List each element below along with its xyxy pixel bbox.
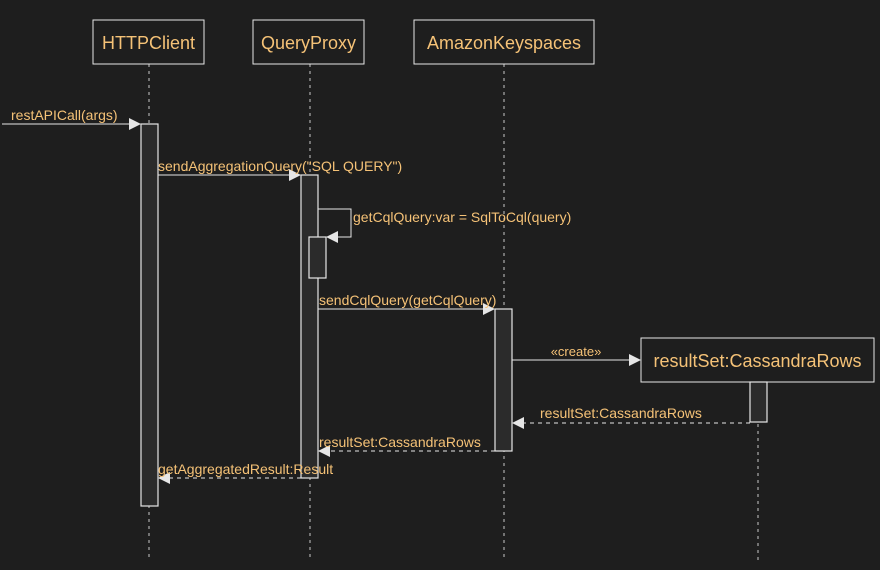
message-label-return-cassandrarows-1: resultSet:CassandraRows xyxy=(540,405,702,421)
message-label-create: «create» xyxy=(551,344,602,359)
participant-label-resultset: resultSet:CassandraRows xyxy=(653,351,861,371)
participant-label-httpclient: HTTPClient xyxy=(102,33,195,53)
participant-box-resultset xyxy=(640,337,875,383)
participant-label-amazonkeyspaces: AmazonKeyspaces xyxy=(427,33,581,53)
participant-label-queryproxy: QueryProxy xyxy=(261,33,356,53)
participant-box-httpclient xyxy=(92,19,205,65)
message-label-getaggregatedresult: getAggregatedResult:Result xyxy=(158,461,333,477)
activation-httpclient xyxy=(140,123,159,507)
message-arrow-getcqlquery-self xyxy=(318,208,352,243)
message-label-getcqlquery: getCqlQuery:var = SqlToCql(query) xyxy=(353,209,571,225)
message-label-restapicall: restAPICall(args) xyxy=(11,107,118,123)
message-label-return-cassandrarows-2: resultSet:CassandraRows xyxy=(319,434,481,450)
activation-queryproxy-self xyxy=(308,236,327,279)
activation-queryproxy xyxy=(300,174,319,479)
participant-box-amazonkeyspaces xyxy=(413,19,595,65)
activation-resultset xyxy=(749,381,768,423)
activation-amazonkeyspaces xyxy=(494,308,513,452)
participant-box-queryproxy xyxy=(252,19,365,65)
message-label-sendaggregationquery: sendAggregationQuery("SQL QUERY") xyxy=(158,158,402,174)
message-label-sendcqlquery: sendCqlQuery(getCqlQuery) xyxy=(319,292,496,308)
